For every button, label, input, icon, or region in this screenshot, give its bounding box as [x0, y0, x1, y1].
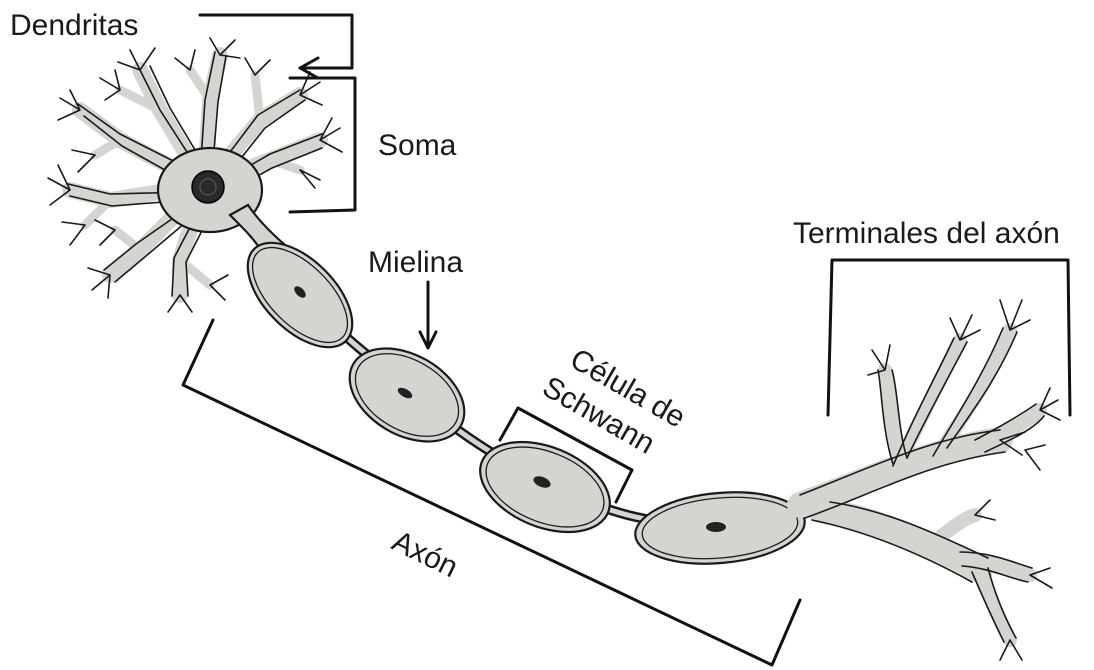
label-soma: Soma: [378, 129, 457, 162]
label-axon: Axón: [387, 525, 463, 585]
myelin-sheath-4: [632, 486, 807, 571]
axon-terminals-bracket: [828, 260, 1070, 415]
label-axon-terminals: Terminales del axón: [793, 217, 1060, 250]
label-dendrites: Dendritas: [10, 9, 138, 42]
soma-nucleus: [192, 171, 224, 203]
label-myelin: Mielina: [368, 246, 463, 279]
axon-terminal-tree: [800, 300, 1060, 660]
